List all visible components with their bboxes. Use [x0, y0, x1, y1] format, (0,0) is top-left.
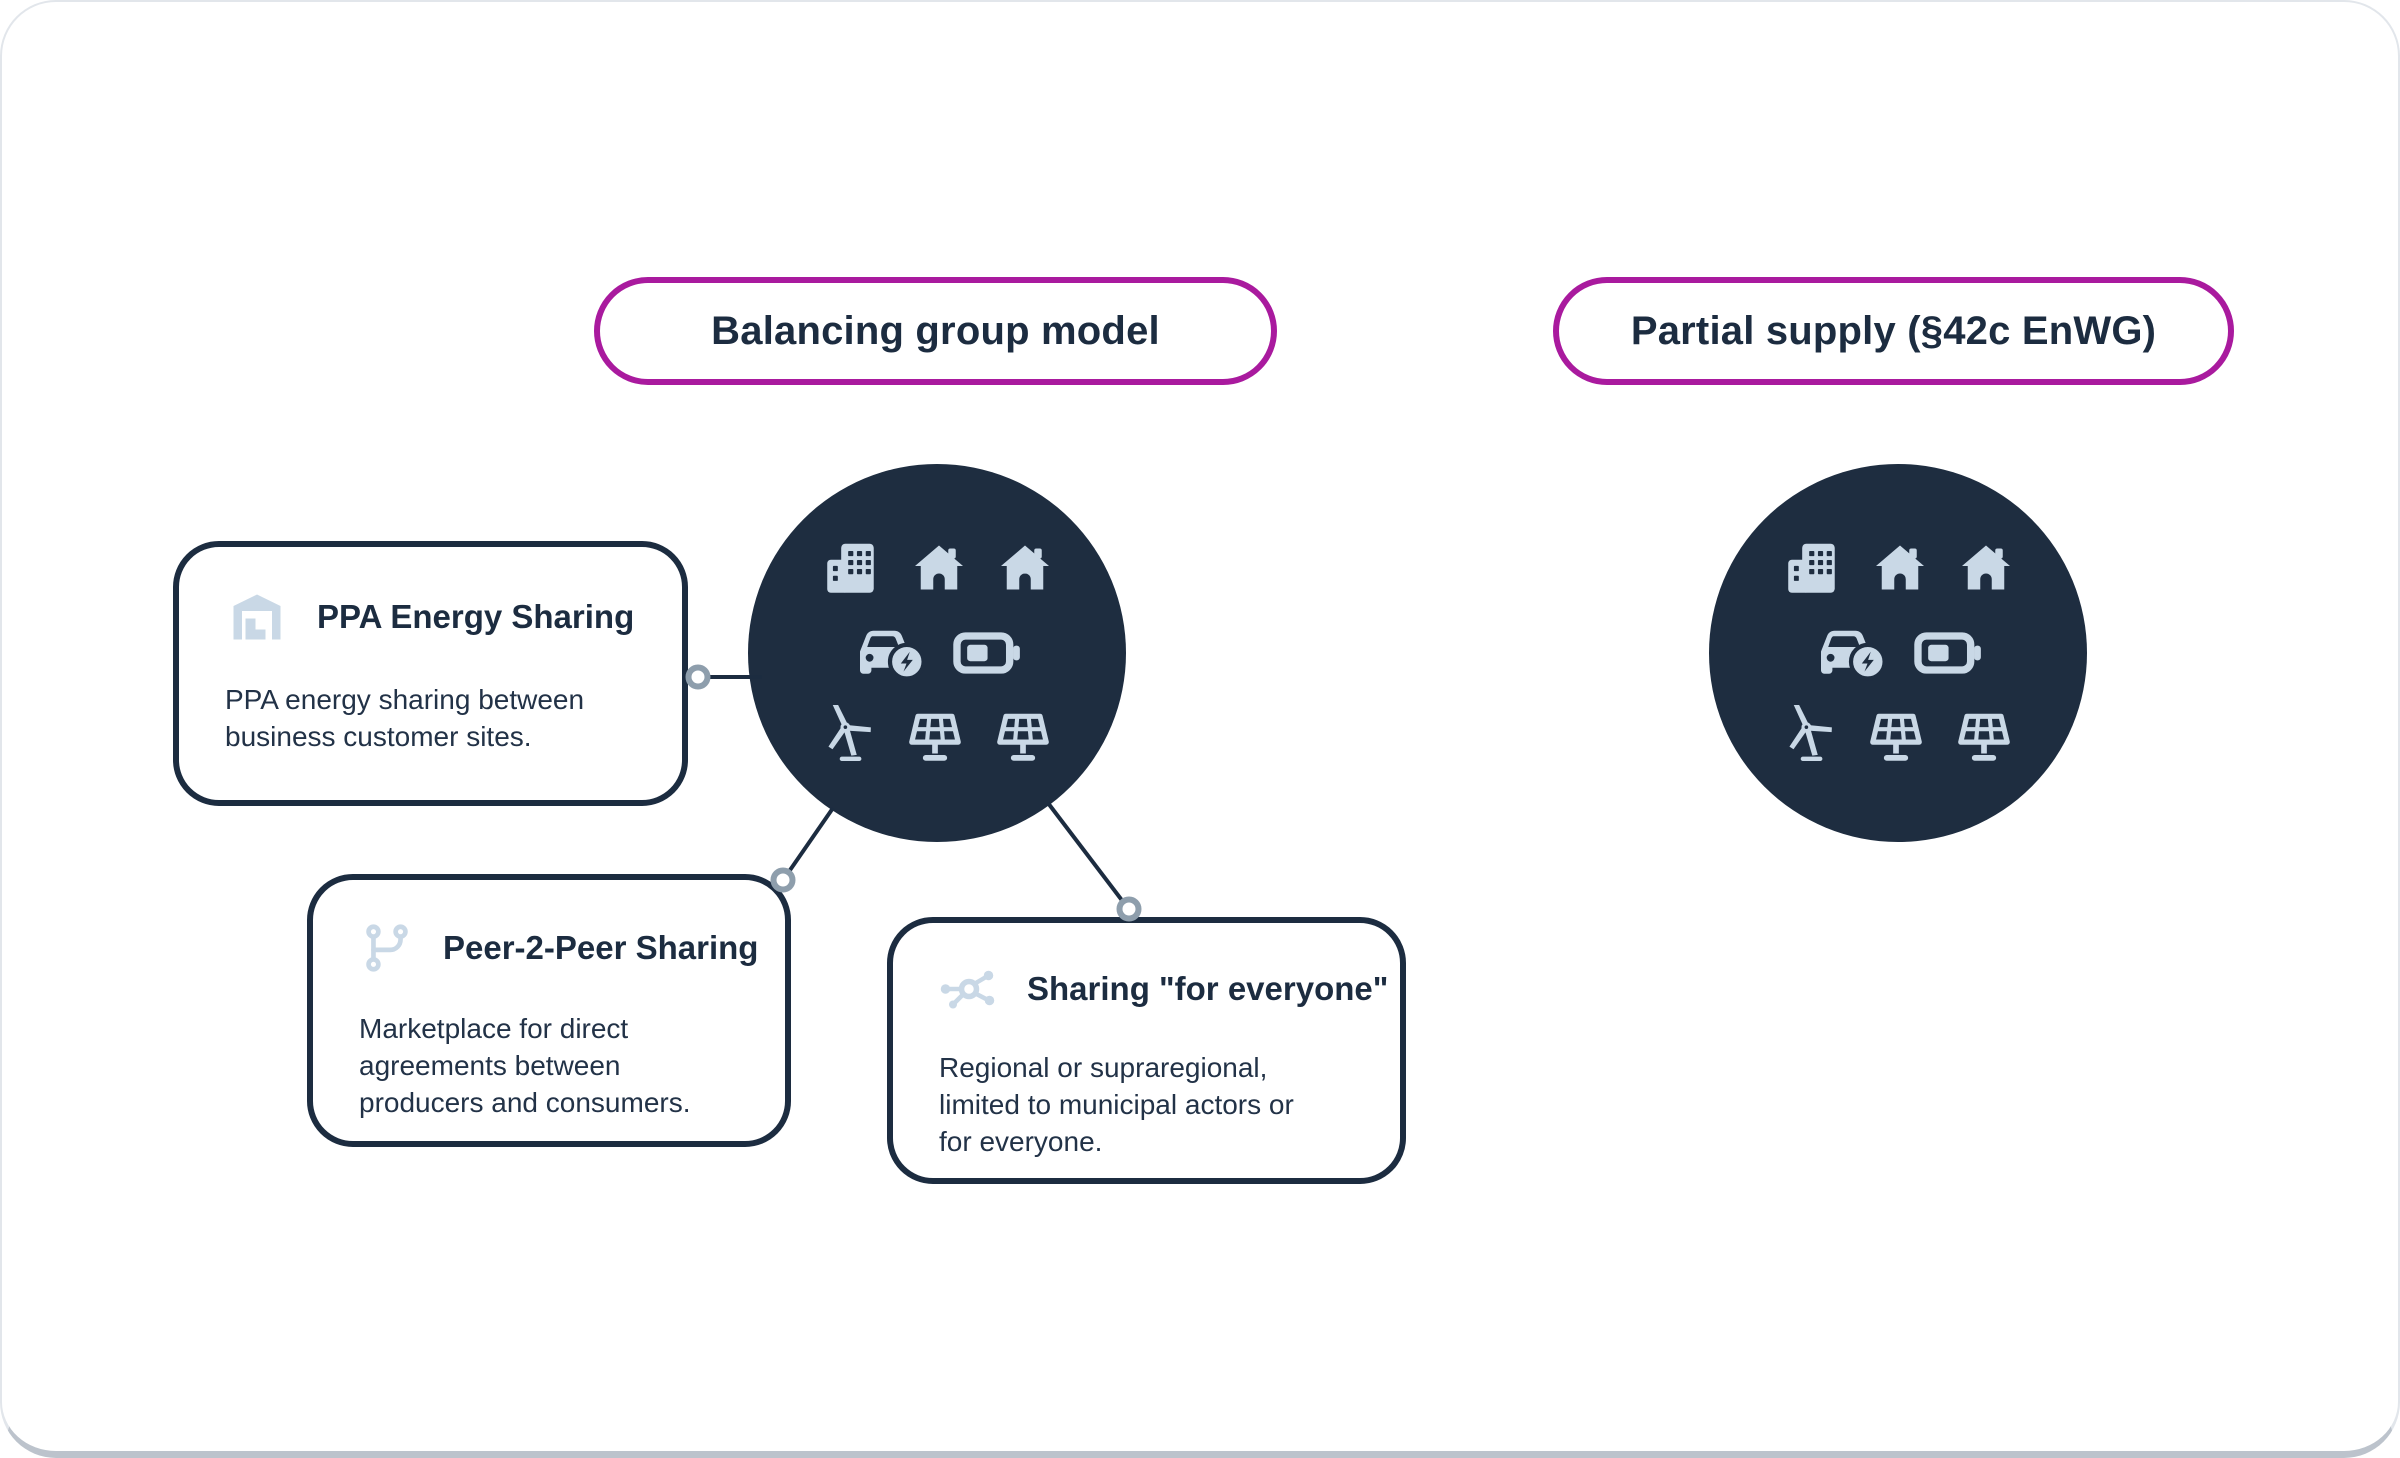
- bubble-icon-row: [818, 705, 1056, 769]
- git-branch-icon: [359, 920, 415, 976]
- bubble-icon-row: [1780, 537, 2016, 599]
- warehouse-icon: [225, 587, 289, 647]
- card-ppa-energy-sharing: PPA Energy Sharing PPA energy sharing be…: [173, 541, 688, 806]
- office-building-icon: [1780, 537, 1844, 599]
- house-icon: [1870, 538, 1930, 598]
- community-bubble-partial-supply: [1709, 464, 2087, 842]
- bubble-icon-row: [819, 537, 1055, 599]
- card-body: Regional or supraregional, limited to mu…: [939, 1052, 1294, 1158]
- card-title: Sharing "for everyone": [1027, 970, 1389, 1007]
- card-peer-2-peer-sharing: Peer-2-Peer Sharing Marketplace for dire…: [307, 874, 791, 1147]
- share-nodes-icon: [939, 963, 999, 1015]
- card-header: Sharing "for everyone": [939, 963, 1388, 1015]
- community-bubble-balancing: [748, 464, 1126, 842]
- bubble-icon-row: [1814, 623, 1982, 683]
- electric-car-icon: [1814, 623, 1894, 683]
- office-building-icon: [819, 537, 883, 599]
- header-label: Partial supply (§42c EnWG): [1630, 308, 2157, 353]
- battery-icon: [1914, 629, 1982, 677]
- bubble-icon-row: [853, 623, 1021, 683]
- house-icon: [909, 538, 969, 598]
- battery-icon: [953, 629, 1021, 677]
- card-body: Marketplace for direct agreements betwee…: [359, 1013, 691, 1119]
- house-icon: [995, 538, 1055, 598]
- header-partial-supply: Partial supply (§42c EnWG): [1553, 277, 2234, 385]
- header-balancing-group-model: Balancing group model: [594, 277, 1277, 385]
- card-body: PPA energy sharing between business cust…: [225, 684, 585, 753]
- card-header: PPA Energy Sharing: [225, 587, 638, 647]
- header-label: Balancing group model: [711, 308, 1160, 353]
- card-title: Peer-2-Peer Sharing: [443, 929, 759, 966]
- card-sharing-for-everyone: Sharing "for everyone" Regional or supra…: [887, 917, 1406, 1184]
- bubble-icon-row: [1779, 705, 2017, 769]
- solar-panel-icon: [990, 707, 1056, 769]
- solar-panel-icon: [1863, 707, 1929, 769]
- connector-ring: [1116, 896, 1142, 922]
- electric-car-icon: [853, 623, 933, 683]
- wind-turbine-icon: [818, 705, 880, 769]
- connector-ring: [685, 664, 711, 690]
- solar-panel-icon: [902, 707, 968, 769]
- house-icon: [1956, 538, 2016, 598]
- wind-turbine-icon: [1779, 705, 1841, 769]
- card-title: PPA Energy Sharing: [317, 598, 635, 635]
- solar-panel-icon: [1951, 707, 2017, 769]
- card-header: Peer-2-Peer Sharing: [359, 920, 758, 976]
